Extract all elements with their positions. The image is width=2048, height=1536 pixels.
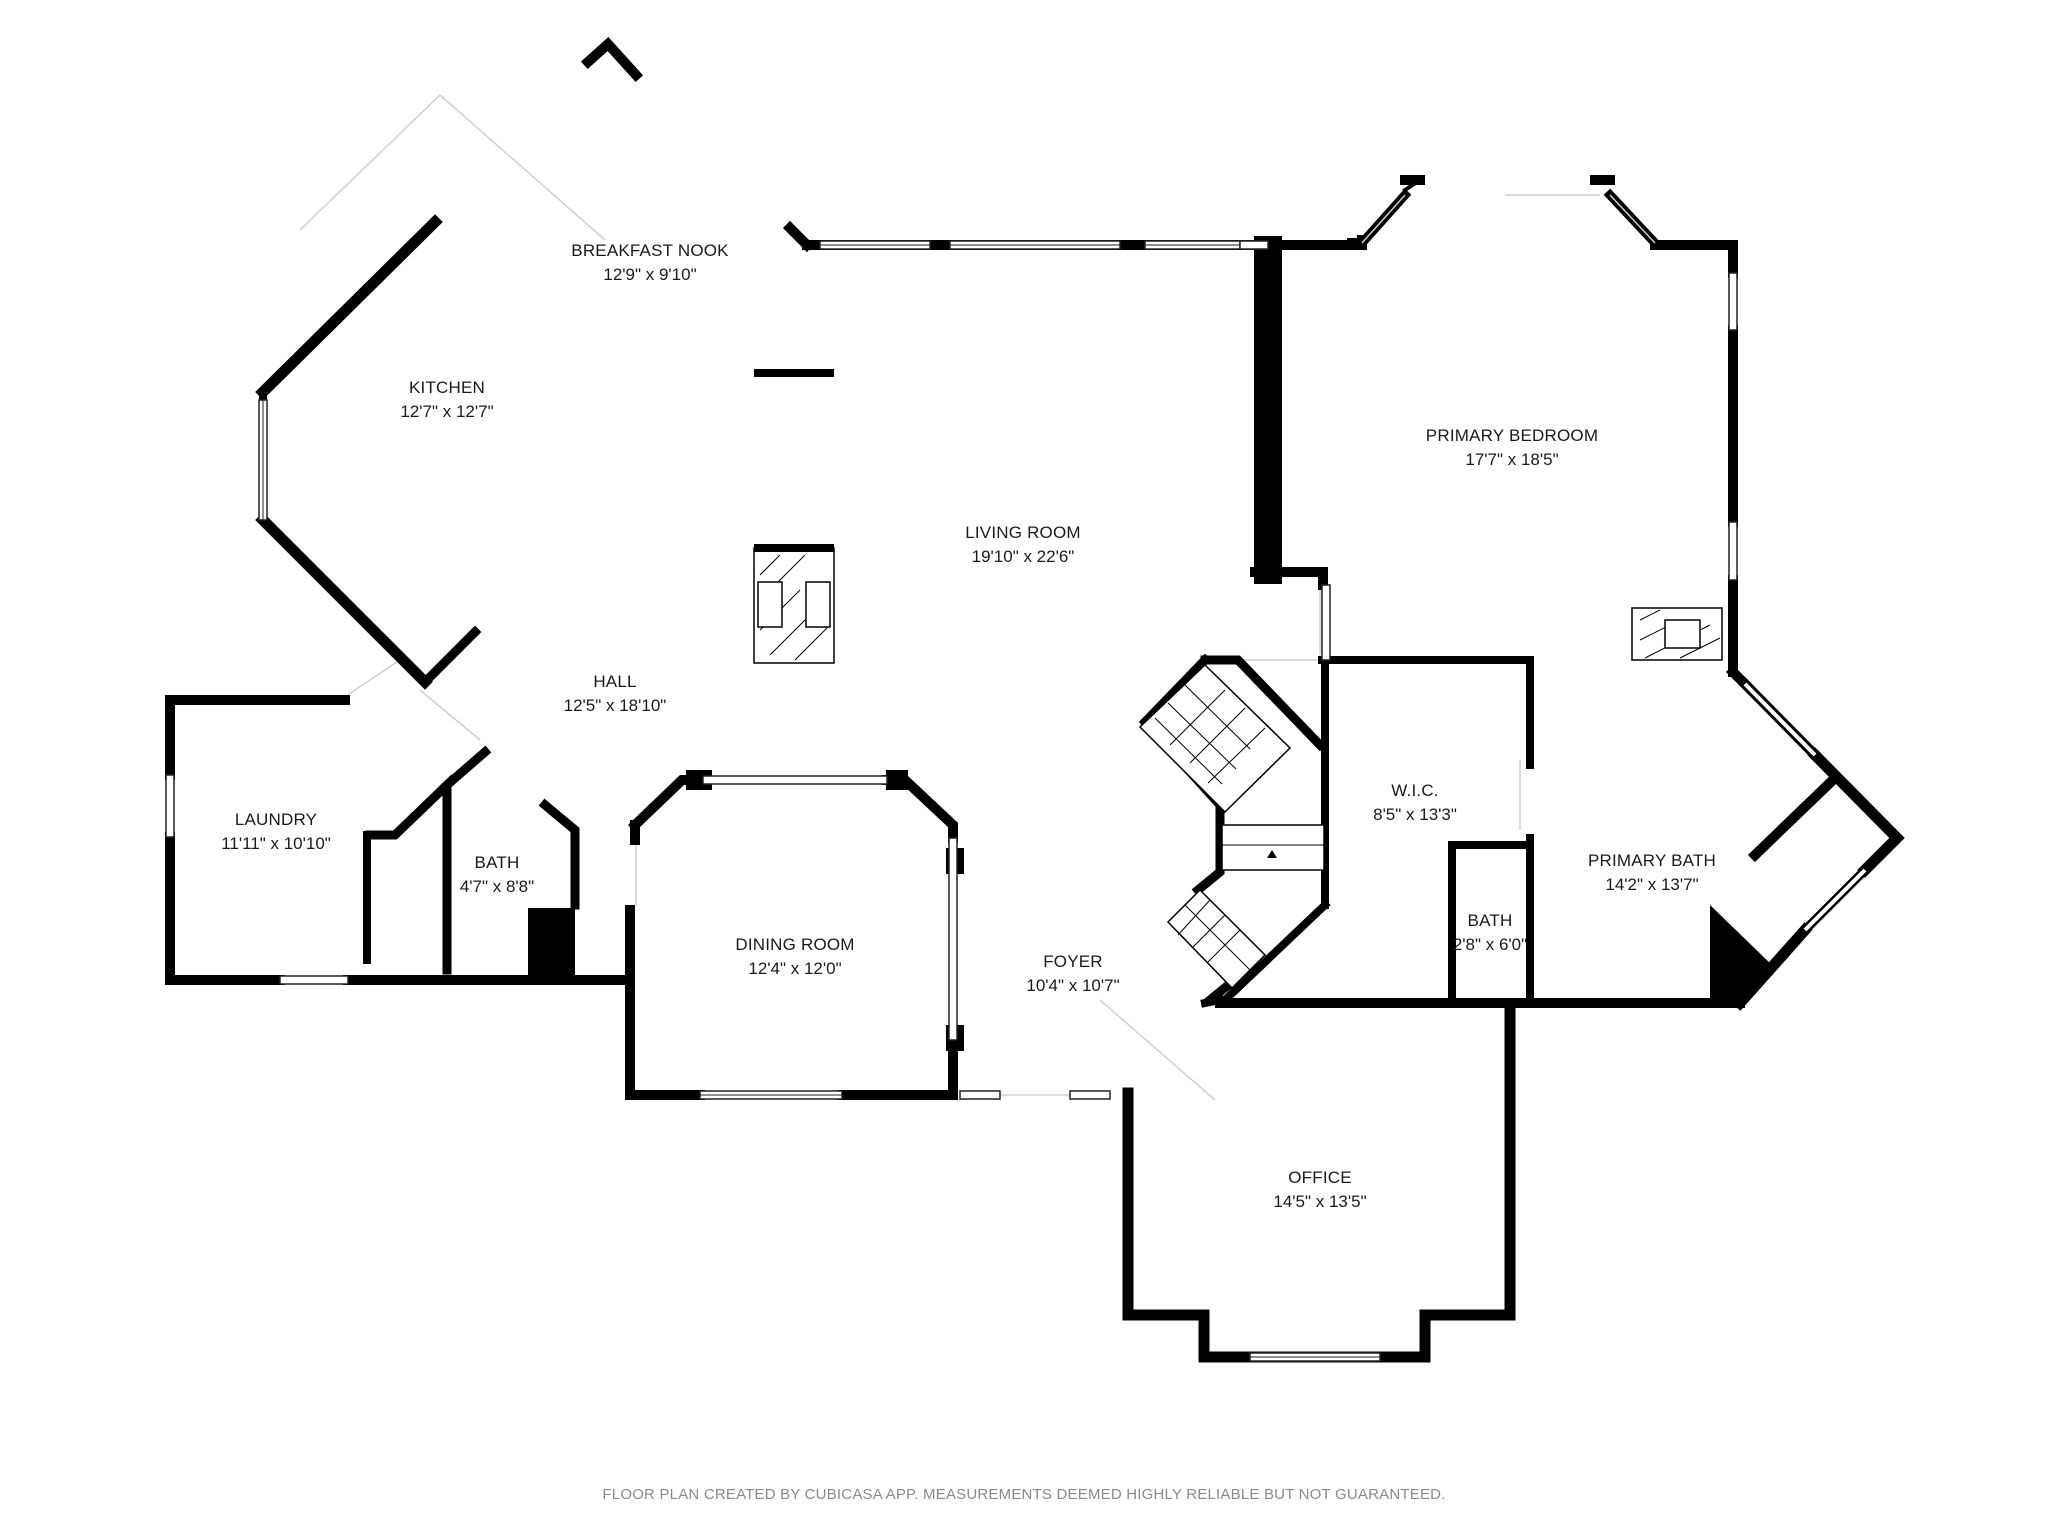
room-dims-wic: 8'5" x 13'3"	[1373, 805, 1457, 824]
room-name-foyer: FOYER	[1043, 952, 1103, 971]
room-name-hall: HALL	[593, 672, 636, 691]
room-dims-office: 14'5" x 13'5"	[1273, 1192, 1366, 1211]
room-name-kitchen: KITCHEN	[409, 378, 485, 397]
fireplaces	[753, 544, 1723, 664]
room-dims-dining-room: 12'4" x 12'0"	[748, 959, 841, 978]
room-dims-hall: 12'5" x 18'10"	[564, 696, 667, 715]
walls	[165, 36, 1905, 1363]
room-dims-laundry: 11'11" x 10'10"	[221, 834, 331, 853]
room-name-bath-left: BATH	[475, 853, 520, 872]
room-name-living-room: LIVING ROOM	[965, 523, 1081, 542]
room-dims-primary-bedroom: 17'7" x 18'5"	[1465, 450, 1558, 469]
room-dims-foyer: 10'4" x 10'7"	[1026, 976, 1119, 995]
windows	[165, 177, 1872, 1362]
stairs	[1138, 663, 1325, 990]
window	[959, 1090, 1001, 1100]
room-dims-primary-bath: 14'2" x 13'7"	[1605, 875, 1698, 894]
window	[1321, 584, 1331, 661]
room-labels: BREAKFAST NOOK 12'9" x 9'10" KITCHEN 12'…	[221, 241, 1716, 1211]
room-name-office: OFFICE	[1288, 1168, 1352, 1187]
window	[702, 775, 888, 785]
room-name-bath-right: BATH	[1468, 911, 1513, 930]
room-name-wic: W.I.C.	[1391, 781, 1438, 800]
room-name-primary-bath: PRIMARY BATH	[1588, 851, 1716, 870]
lower-stairs	[1166, 888, 1267, 990]
room-dims-breakfast-nook: 12'9" x 9'10"	[603, 265, 696, 284]
window	[165, 774, 175, 838]
window	[279, 975, 349, 985]
window	[1728, 272, 1738, 331]
landing	[1221, 824, 1325, 871]
room-name-primary-bedroom: PRIMARY BEDROOM	[1426, 426, 1598, 445]
window	[948, 837, 958, 1041]
room-name-breakfast-nook: BREAKFAST NOOK	[571, 241, 729, 260]
disclaimer-footer: FLOOR PLAN CREATED BY CUBICASA APP. MEAS…	[602, 1486, 1446, 1503]
room-dims-kitchen: 12'7" x 12'7"	[400, 402, 493, 421]
room-name-laundry: LAUNDRY	[235, 810, 317, 829]
window	[1728, 521, 1738, 581]
room-dims-bath-left: 4'7" x 8'8"	[460, 877, 534, 896]
room-dims-bath-right: 2'8" x 6'0"	[1453, 935, 1527, 954]
room-dims-living-room: 19'10" x 22'6"	[972, 547, 1075, 566]
room-name-dining-room: DINING ROOM	[735, 935, 854, 954]
window	[1069, 1090, 1111, 1100]
